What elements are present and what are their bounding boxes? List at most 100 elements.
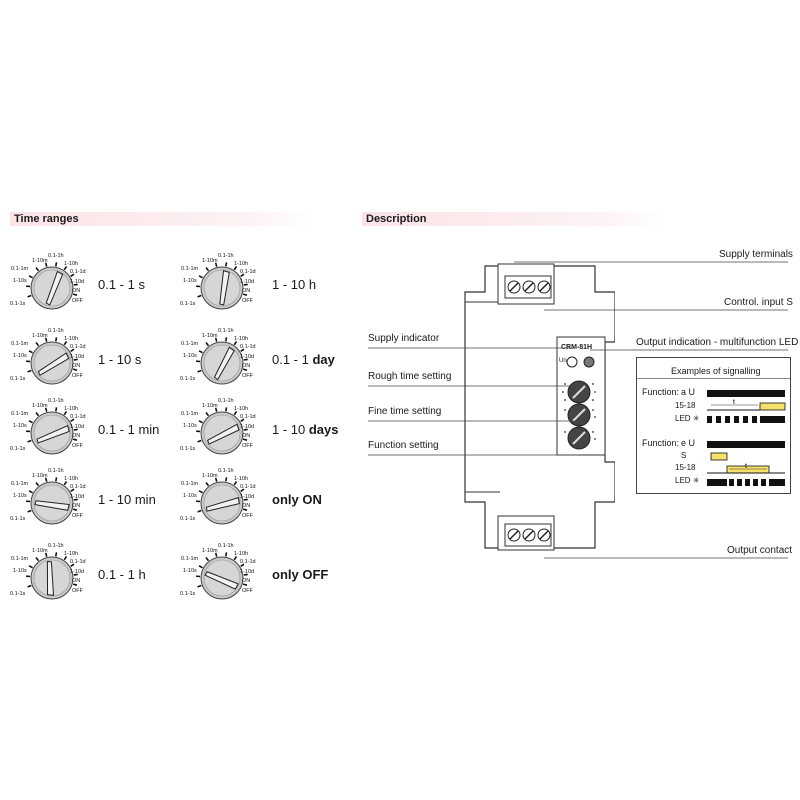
time-range-label: only ON (272, 492, 322, 507)
time-range-label: 0.1 - 1 h (98, 567, 146, 582)
dial-label-r-0-1-1m: 0.1-1m (181, 556, 199, 562)
dial-label-r-1-10s: 1-10s (183, 493, 197, 499)
dial-label-r-1-10d: 1-10d (240, 354, 255, 360)
output-indication-label: Output indication - multifunction LED (636, 337, 799, 348)
relay-device-drawing (464, 263, 616, 551)
dial-label-r-1-10m: 1-10m (202, 473, 218, 479)
dial-label-r-0-1-1h: 0.1-1h (218, 253, 234, 259)
function-2-value: e U (681, 438, 696, 448)
dial-label-off: OFF (242, 588, 253, 594)
dial-label-r-1-10h: 1-10h (64, 406, 79, 412)
dial-pointer (213, 346, 235, 381)
dial-label-r-0-1-1d: 0.1-1d (240, 559, 256, 565)
function-2-label: Function: (642, 438, 680, 448)
dial-label-r-0-1-1m: 0.1-1m (11, 556, 29, 562)
range-text: 0.1 - 1 min (98, 422, 160, 437)
dial-label-r-0-1-1h: 0.1-1h (48, 253, 64, 259)
dial-label-r-0-1-1m: 0.1-1m (11, 266, 29, 272)
dial-label-r-0-1-1d: 0.1-1d (240, 414, 256, 420)
rough-time-label: Rough time setting (368, 371, 452, 382)
dial-label-r-0-1-1s: 0.1-1s (10, 591, 26, 597)
output-contact-screws (507, 528, 551, 542)
dial-label-off: OFF (72, 588, 83, 594)
time-range-label: 1 - 10 min (98, 492, 156, 507)
function-1-label: Function: (642, 387, 680, 397)
output-led (583, 356, 595, 368)
range-text: 0.1 - 1 (272, 352, 313, 367)
supply-terminals-label: Supply terminals (719, 249, 793, 260)
dial-label-r-0-1-1s: 0.1-1s (10, 301, 26, 307)
relay-device: CRM-81H Un (455, 262, 616, 552)
dial-pointer (37, 352, 70, 376)
dial-label-r-1-10d: 1-10d (70, 494, 85, 500)
dial-label-on: ON (242, 288, 251, 294)
dial-label-r-0-1-1d: 0.1-1d (240, 484, 256, 490)
dial-label-r-0-1-1m: 0.1-1m (181, 341, 199, 347)
dial-label-on: ON (242, 363, 251, 369)
range-text: 1 - 10 (272, 422, 309, 437)
dial-label-r-0-1-1h: 0.1-1h (218, 328, 234, 334)
dial-label-r-1-10d: 1-10d (70, 354, 85, 360)
dial-label-r-1-10m: 1-10m (202, 403, 218, 409)
function-setting-label: Function setting (368, 440, 439, 451)
time-range-label: 1 - 10 h (272, 277, 316, 292)
dial-label-r-0-1-1h: 0.1-1h (48, 398, 64, 404)
function-1-value: a U (681, 387, 696, 397)
dial-label-on: ON (72, 578, 81, 584)
supply-indicator-led (566, 356, 578, 368)
dial-label-r-0-1-1s: 0.1-1s (180, 591, 196, 597)
dial-graphic (196, 337, 248, 385)
output-contact-label: Output contact (727, 545, 793, 556)
dial-label-r-1-10m: 1-10m (32, 333, 48, 339)
dial-label-r-1-10m: 1-10m (202, 333, 218, 339)
dial-label-r-0-1-1h: 0.1-1h (48, 543, 64, 549)
time-range-label: 0.1 - 1 s (98, 277, 145, 292)
time-range-label: only OFF (272, 567, 328, 582)
dial-label-r-0-1-1h: 0.1-1h (218, 398, 234, 404)
dial-label-r-1-10m: 1-10m (32, 548, 48, 554)
dial-label-r-0-1-1d: 0.1-1d (240, 269, 256, 275)
t-label-2: t (745, 463, 747, 470)
range-text: 0.1 - 1 h (98, 567, 146, 582)
dial-label-r-1-10h: 1-10h (234, 336, 249, 342)
examples-title: Examples of signalling (671, 366, 761, 376)
dial-label-off: OFF (72, 298, 83, 304)
description-title: Description (366, 213, 427, 225)
dial-label-r-1-10d: 1-10d (240, 279, 255, 285)
dial-label-r-1-10h: 1-10h (234, 551, 249, 557)
dial-label-r-0-1-1s: 0.1-1s (10, 446, 26, 452)
dial-label-r-0-1-1d: 0.1-1d (70, 559, 86, 565)
dial-label-r-0-1-1h: 0.1-1h (48, 468, 64, 474)
dial-label-r-1-10h: 1-10h (234, 476, 249, 482)
range-text: 1 - 10 h (272, 277, 317, 292)
dial-label-r-1-10d: 1-10d (70, 569, 85, 575)
dial-label-r-1-10s: 1-10s (13, 278, 27, 284)
dial-label-off: OFF (242, 373, 253, 379)
dial-label-r-0-1-1d: 0.1-1d (70, 269, 86, 275)
row-led-1: LED ✳ (675, 414, 700, 423)
dial-label-r-1-10h: 1-10h (234, 261, 249, 267)
dial-label-r-0-1-1d: 0.1-1d (240, 344, 256, 350)
dial-graphic (196, 407, 248, 455)
dial-label-r-1-10s: 1-10s (183, 278, 197, 284)
dial-label-r-1-10h: 1-10h (64, 476, 79, 482)
signalling-examples: Examples of signalling Function: a U 15-… (636, 357, 791, 494)
dial-label-r-0-1-1d: 0.1-1d (70, 484, 86, 490)
dial-graphic (196, 477, 248, 525)
dial-pointer (36, 425, 70, 444)
dial-label-r-1-10h: 1-10h (64, 551, 79, 557)
dial-label-r-1-10s: 1-10s (183, 423, 197, 429)
dial-label-r-0-1-1s: 0.1-1s (10, 516, 26, 522)
dial-label-r-1-10d: 1-10d (240, 494, 255, 500)
dial-label-on: ON (242, 433, 251, 439)
dial-label-r-0-1-1s: 0.1-1s (180, 516, 196, 522)
dial-label-off: OFF (72, 513, 83, 519)
time-ranges-header: Time ranges (10, 212, 315, 226)
